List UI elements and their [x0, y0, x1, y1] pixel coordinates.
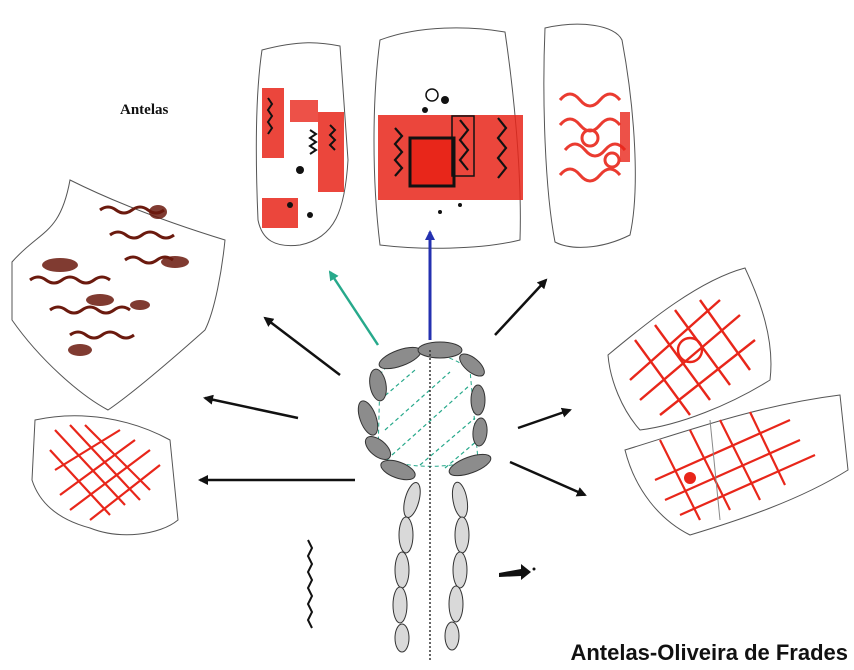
site-label: Antelas — [120, 102, 168, 119]
arrow-mid-right — [518, 410, 570, 428]
orthostat-top-center — [374, 28, 523, 248]
arrow-top-right — [495, 280, 546, 335]
arrow-upper-left — [265, 318, 340, 375]
site-title: Antelas-Oliveira de Frades — [570, 640, 848, 666]
arrow-mid-left — [205, 398, 298, 418]
orthostat-right-lower — [625, 395, 848, 535]
scale-bar-icon — [308, 540, 312, 628]
orthostat-top-left — [256, 43, 348, 246]
arrow-green — [330, 272, 378, 345]
orthostat-left-upper — [12, 180, 225, 410]
north-arrow-icon — [497, 561, 537, 583]
orthostat-left-lower — [32, 416, 178, 535]
dolmen-plan — [354, 342, 493, 660]
arrow-lower-right — [510, 462, 585, 495]
orthostat-right-upper — [608, 268, 771, 430]
orthostat-top-right — [544, 24, 635, 247]
